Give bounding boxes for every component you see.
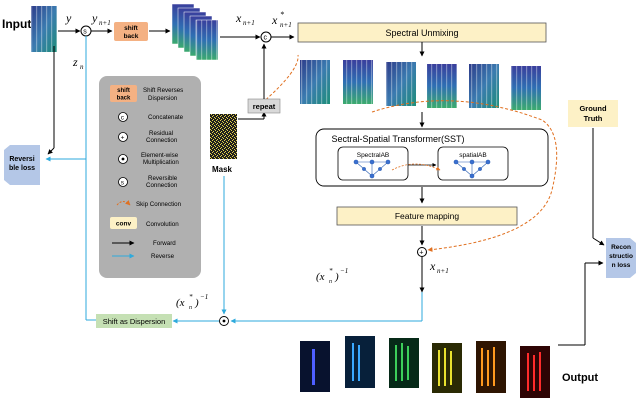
inv-left-close: ) [194, 297, 199, 309]
x-n1-symbol: x [429, 259, 436, 273]
inv-right-exp: −1 [340, 267, 348, 275]
shift-back-box [114, 22, 148, 41]
legend-item-forward: Forward [112, 240, 176, 247]
svg-text:Connection: Connection [146, 137, 178, 144]
legend-shift-back-text-2: Dispersion [148, 95, 178, 102]
svg-text:+: + [121, 135, 125, 142]
svg-text:shift: shift [117, 88, 130, 94]
y-n1-symbol: y [91, 11, 98, 25]
shift-as-dispersion-box [96, 314, 172, 328]
legend-shift-back-text-1: Shift Reverses [143, 87, 183, 94]
sst-label: Sectral-Spatial Transformer(SST) [331, 134, 464, 144]
reconstruction-loss-line3: n loss [612, 262, 631, 269]
svg-text:back: back [117, 96, 131, 102]
x-star-n1-symbol: x [271, 13, 278, 27]
svg-text:Element-wise: Element-wise [141, 152, 179, 159]
residual-node-symbol: + [419, 250, 423, 257]
shift-back-line2: back [124, 33, 139, 40]
shift-as-dispersion-label: Shift as Dispersion [103, 317, 166, 326]
spectral-unmixing-label: Spectral Unmixing [385, 28, 458, 38]
svg-text:Reversible: Reversible [148, 175, 178, 182]
inv-left-sub: n [189, 305, 192, 311]
repeat-label: repeat [253, 102, 276, 111]
svg-text:Concatenate: Concatenate [148, 114, 184, 121]
ground-truth-line1: Ground [579, 104, 606, 113]
legend-item-reverse: Reverse [112, 253, 175, 260]
mask-label: Mask [212, 165, 233, 174]
shifted-measurement-stack [171, 3, 219, 61]
inv-right-sub: n [329, 279, 332, 285]
legend-item-reversible: s Reversible Connection [118, 175, 178, 189]
residual-node [417, 247, 427, 257]
ground-truth-box [568, 100, 618, 127]
reconstruction-loss-box [606, 238, 636, 278]
z-n-symbol: z [72, 55, 78, 69]
spectral-ab-label: SpectralAB [357, 152, 390, 159]
skip-connection-upper [261, 54, 299, 104]
legend-item-conv: conv Convolution [110, 217, 179, 229]
concat-node-symbol: c [264, 35, 268, 42]
ground-truth-line2: Truth [584, 114, 603, 123]
input-label: Input [2, 17, 31, 31]
reconstruction-loss-line1: Recon [611, 244, 631, 251]
svg-text:Multiplication: Multiplication [143, 159, 179, 166]
spatial-ab-label: spatialAB [459, 152, 486, 159]
reconstruction-loss-line2: structio [609, 253, 633, 260]
inv-right-close: ) [334, 271, 339, 283]
inv-left-exp: −1 [200, 293, 208, 301]
input-measurement-image [31, 6, 57, 52]
global-skip-connection [371, 100, 558, 253]
attention-graph-icons [353, 159, 491, 179]
svg-text:Forward: Forward [153, 240, 176, 247]
unmixed-band-images [300, 60, 541, 110]
sst-skip-arrow [391, 163, 441, 171]
svg-text:Convolution: Convolution [146, 221, 179, 228]
mask-image [210, 114, 237, 159]
legend-item-concat: c Concatenate [118, 112, 184, 122]
svg-text:Skip Connection: Skip Connection [136, 201, 182, 208]
legend-item-residual: + Residual Connection [118, 130, 178, 144]
output-label: Output [562, 372, 598, 384]
x-hat-n1-symbol: x [235, 11, 242, 25]
arrow-input-to-reversible-loss [47, 147, 55, 155]
output-spectral-bands [300, 336, 550, 398]
inv-left-open: (x [176, 297, 185, 309]
x-n1-subscript: n+1 [437, 267, 449, 275]
legend-item-skip: Skip Connection [116, 200, 182, 208]
inv-right-open: (x [316, 271, 325, 283]
svg-text:Reverse: Reverse [151, 253, 175, 260]
reversible-loss-line1: Reversi [9, 156, 34, 163]
x-star-n1-subscript: n+1 [280, 21, 292, 29]
svg-text:c: c [121, 114, 125, 121]
svg-text:Residual: Residual [149, 130, 173, 137]
reversible-loss-box [4, 145, 40, 185]
x-star-n1-star: * [280, 10, 284, 19]
svg-text:conv: conv [116, 221, 132, 228]
inv-right-star: * [329, 267, 333, 275]
legend-item-shift-back: shift back Shift Reverses Dispersion [110, 85, 183, 102]
reversible-loss-line2: ble loss [9, 165, 35, 172]
feature-mapping-label: Feature mapping [395, 211, 460, 221]
legend-item-elementwise: Element-wise Multiplication [118, 152, 179, 166]
z-n-subscript: n [80, 63, 84, 71]
inv-left-star: * [189, 293, 193, 301]
y-n1-subscript: n+1 [99, 19, 111, 27]
svg-text:Connection: Connection [146, 182, 178, 189]
reversible-node-symbol: s [83, 29, 87, 36]
y-symbol: y [65, 11, 72, 25]
shift-back-line1: shift [124, 25, 139, 32]
feature-mapping-box [336, 206, 518, 226]
arrow-gt-to-loss [592, 237, 605, 246]
x-hat-n1-subscript: n+1 [243, 19, 255, 27]
svg-text:s: s [121, 180, 125, 187]
